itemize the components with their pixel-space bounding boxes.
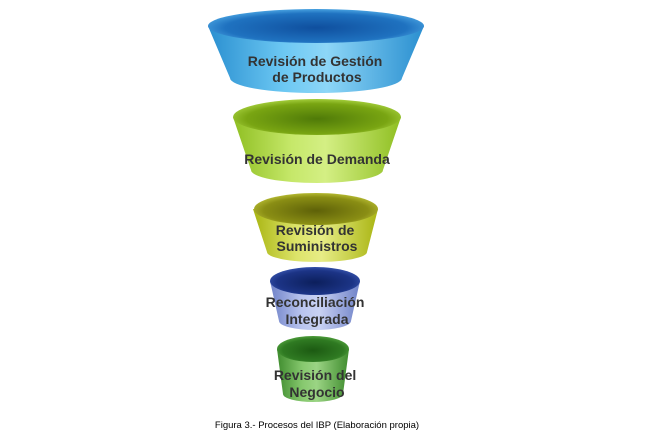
- stage-label: Revisión de Suministros: [276, 222, 358, 254]
- funnel-stage-body: [270, 281, 360, 330]
- funnel-stage-top: [270, 267, 360, 295]
- funnel-stage-body: [277, 349, 349, 402]
- stage-label-line: Integrada: [285, 311, 348, 327]
- stage-label-line: Revisión de Demanda: [244, 151, 390, 167]
- stage-label-line: Suministros: [277, 238, 358, 254]
- stage-label: Revisión del Negocio: [274, 367, 360, 400]
- stage-label: Revisión de Gestión de Productos: [248, 53, 386, 85]
- stage-label-line: Negocio: [289, 384, 344, 400]
- stage-label: Reconciliación Integrada: [266, 294, 369, 327]
- stage-label: Revisión de Demanda: [244, 151, 390, 167]
- figure-caption: Figura 3.- Procesos del IBP (Elaboración…: [214, 420, 420, 431]
- stage-label-line: de Productos: [272, 69, 362, 85]
- funnel-stage-gestion-productos: Revisión de Gestión de Productos: [208, 9, 424, 93]
- funnel-stage-suministros: Revisión de Suministros: [253, 193, 378, 262]
- funnel-stage-negocio: Revisión del Negocio: [274, 336, 360, 402]
- stage-label-line: Reconciliación: [266, 294, 365, 310]
- stage-label-line: Revisión de: [276, 222, 355, 238]
- funnel-stage-demanda: Revisión de Demanda: [233, 99, 401, 183]
- funnel-stage-top: [233, 99, 401, 135]
- funnel-stage-body: [233, 117, 401, 183]
- stage-label-line: Revisión de Gestión: [248, 53, 383, 69]
- funnel-stage-top: [277, 336, 349, 362]
- funnel-stage-top: [208, 9, 424, 43]
- funnel-stage-reconciliacion: Reconciliación Integrada: [266, 267, 369, 330]
- stage-label-line: Revisión del: [274, 367, 356, 383]
- funnel-stage-top: [254, 193, 378, 225]
- funnel-stage-body: [208, 26, 424, 93]
